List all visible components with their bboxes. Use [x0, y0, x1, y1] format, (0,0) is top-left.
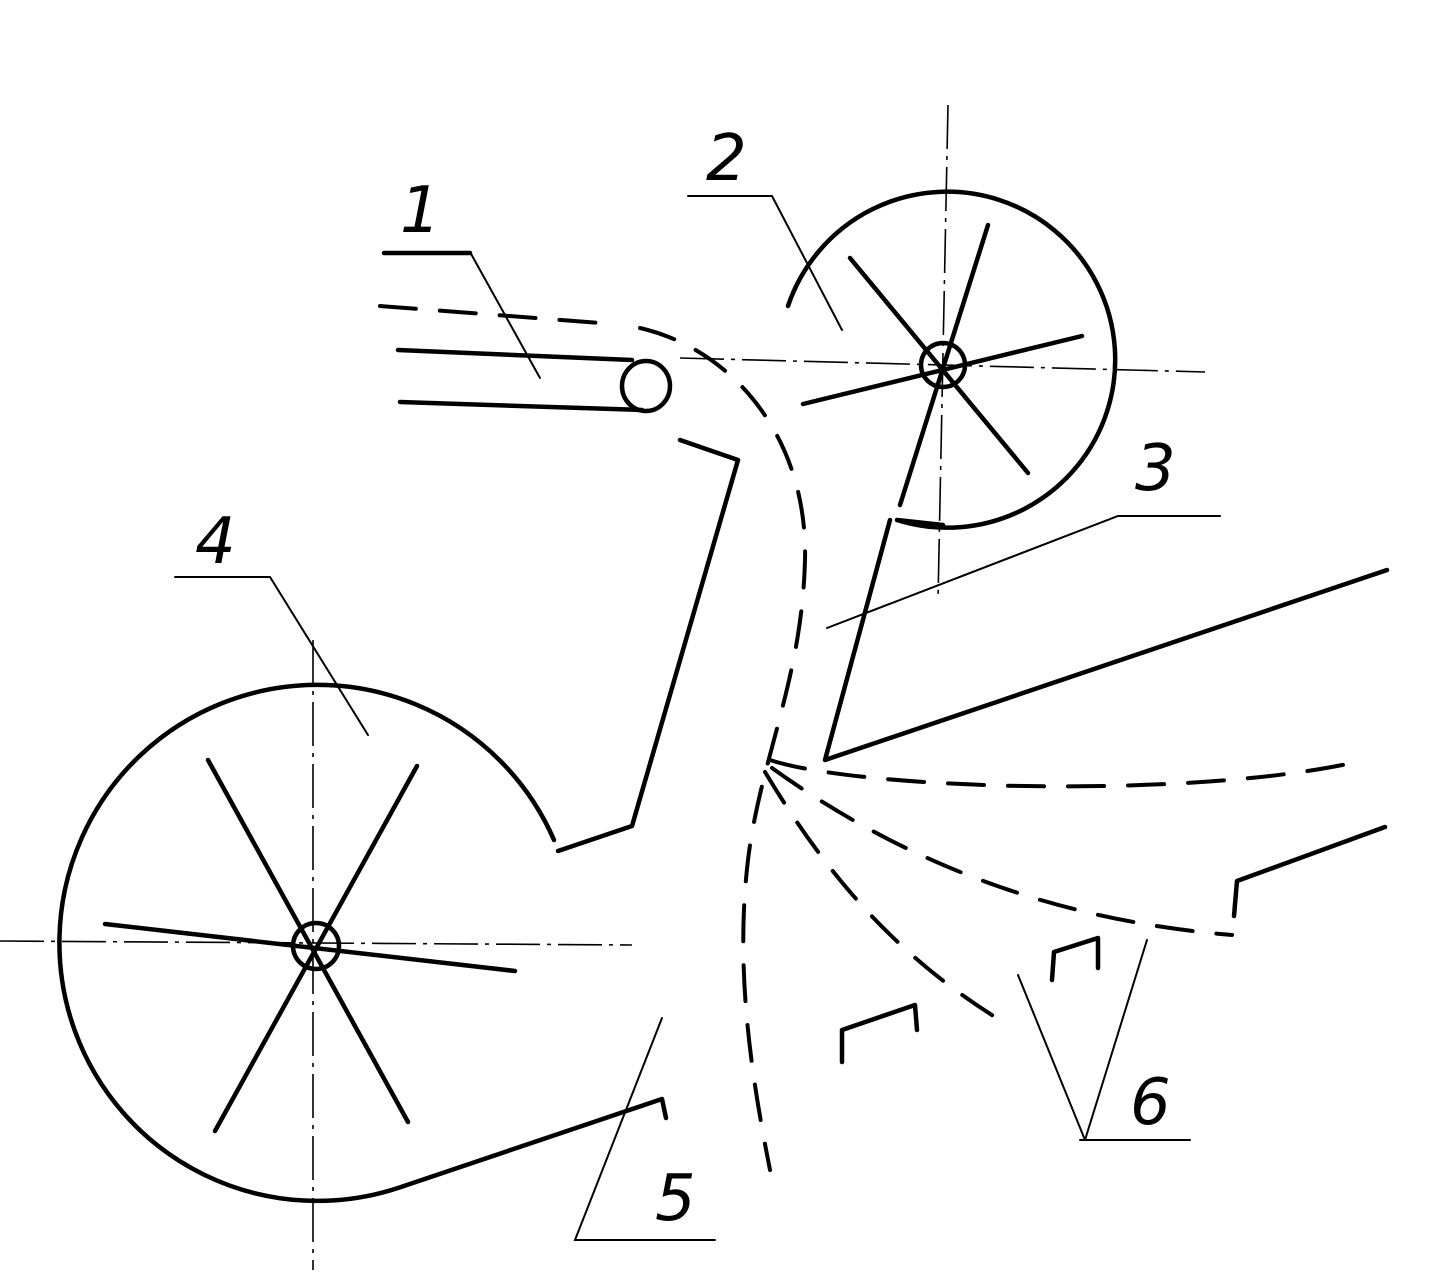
callout-leaders [174, 195, 1221, 1241]
leader-3 [826, 515, 1221, 629]
lower-drum-spoke-a [205, 757, 411, 1125]
receiving-bins [839, 935, 1101, 1065]
leader-6 [1017, 939, 1191, 1141]
trajectory-near [763, 770, 1010, 1027]
callout-labels: 1 2 3 4 5 6 [195, 122, 1176, 1236]
lower-drum-hub [290, 920, 342, 972]
lower-drum [0, 640, 669, 1270]
callout-4: 4 [195, 505, 236, 579]
chute-walls [555, 437, 1390, 919]
callout-6: 6 [1130, 1066, 1171, 1140]
upper-drum-housing [785, 189, 1118, 530]
upper-drum-spoke-c [800, 333, 1085, 407]
callout-1: 1 [400, 174, 441, 248]
conveyor-upper-belt [395, 347, 635, 363]
stream-line-dashed [378, 304, 602, 325]
upper-right-step [1231, 824, 1388, 919]
bin-near [839, 1002, 920, 1065]
conveyor-lower-belt [397, 399, 645, 413]
feed-conveyor [395, 347, 673, 414]
leader-4 [174, 576, 369, 736]
lower-drum-spoke-c [102, 921, 518, 974]
callout-5: 5 [655, 1162, 696, 1236]
lower-drum-housing [57, 682, 669, 1204]
callout-3: 3 [1135, 432, 1176, 506]
callout-2: 2 [706, 122, 747, 196]
material-trajectories [638, 326, 1367, 1172]
bin-mid [1049, 935, 1101, 983]
upper-drum [679, 104, 1206, 601]
lower-drum-horizontal-axis [0, 940, 633, 946]
conveyor-end-pulley [619, 358, 673, 414]
trajectory-far [768, 758, 1367, 789]
upper-drum-spoke-a [847, 255, 1031, 476]
upper-drum-hub [918, 340, 968, 390]
leader-5 [573, 1017, 716, 1241]
leader-1 [384, 251, 541, 379]
trajectory-main-chute [638, 326, 808, 1172]
chute-left-wall [555, 437, 741, 854]
leader-2 [687, 195, 843, 331]
trajectory-mid [770, 766, 1234, 937]
chute-right-wall [822, 517, 1390, 763]
upper-drum-spoke-b [897, 222, 991, 508]
upper-drum-vertical-axis [937, 104, 949, 601]
